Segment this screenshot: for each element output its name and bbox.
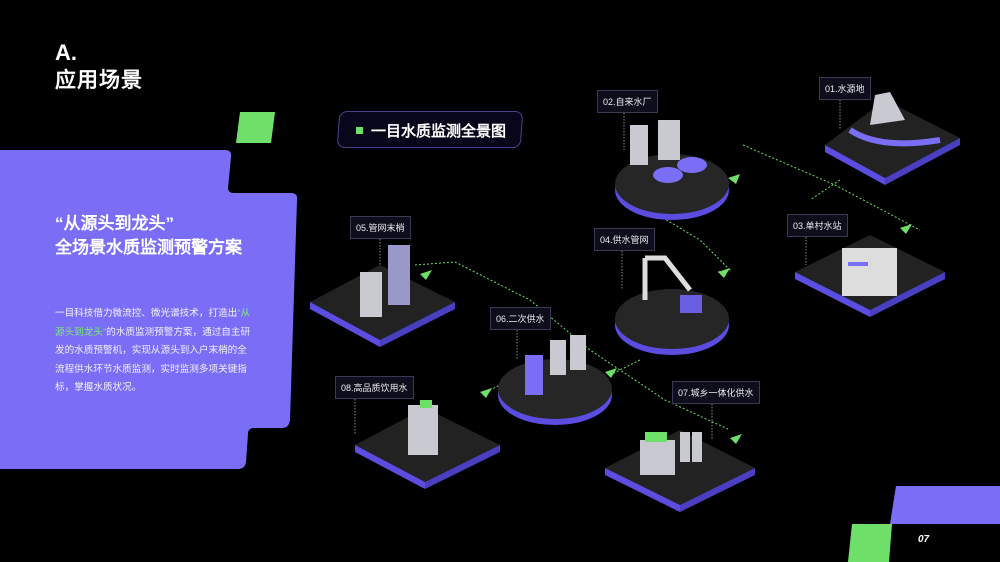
station-label-06: 06.二次供水 [490,307,551,330]
station-label-05: 05.管网末梢 [350,216,411,239]
station-label-07: 07.城乡一体化供水 [672,381,760,404]
headline-line-2: 全场景水质监测预警方案 [55,238,242,257]
diagram-title: 一目水质监测全景图 [356,120,506,141]
body-text-pre: 一目科技借力微流控、微光谱技术，打造出 [55,308,238,319]
panel-body: 一目科技借力微流控、微光谱技术，打造出“从源头到龙头”的水质监测预警方案，通过自… [55,305,255,398]
buildings [360,92,941,475]
station-label-08: 08.高品质饮用水 [335,376,414,399]
station-label-01: 01.水源地 [819,77,871,100]
station-label-03: 03.单村水站 [787,214,848,237]
station-label-02: 02.自来水厂 [597,90,658,113]
panel-headline: “从源头到龙头” 全场景水质监测预警方案 [55,212,242,260]
diagram-title-text: 一目水质监测全景图 [371,123,507,140]
station-label-04: 04.供水管网 [594,228,655,251]
section-title: 应用场景 [55,69,143,92]
green-square-icon [356,127,363,134]
headline-line-1: “从源头到龙头” [55,214,174,233]
page-number: 07 [918,534,930,545]
body-text-post: 的水质监测预警方案，通过自主研发的水质预警机，实现从源头到入户末梢的全流程供水环… [55,326,251,394]
body-highlight: “从源头到龙头” [55,308,251,338]
section-letter: A. [55,40,77,65]
